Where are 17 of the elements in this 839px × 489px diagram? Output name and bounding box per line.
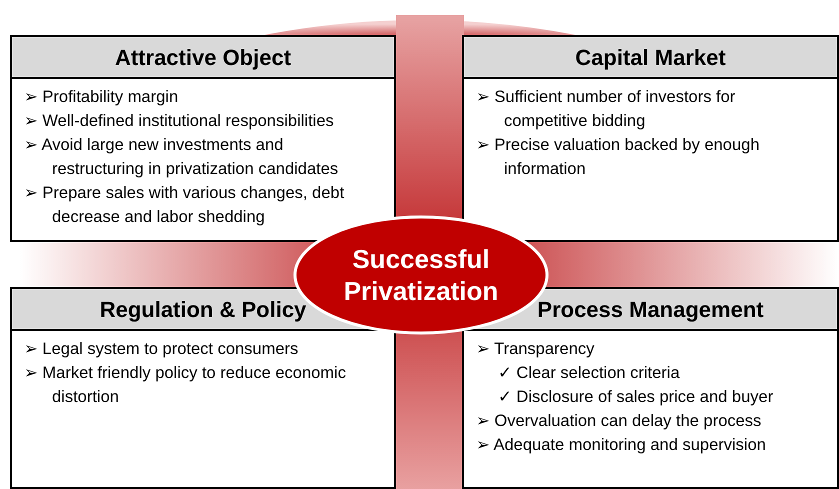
bullet-text: ➢ Adequate monitoring and supervision	[475, 435, 767, 456]
bullet-text: ➢ Overvaluation can delay the process	[475, 411, 762, 432]
bullet-text: ➢ Transparency	[475, 339, 596, 360]
bullet-text: ➢ Legal system to protect consumers	[23, 339, 300, 360]
category-panel	[10, 35, 396, 242]
bullet-text: ➢ Avoid large new investments and restructuring in privatization candidates	[23, 135, 340, 180]
sub-bullet-text: ✓ Disclosure of sales price and buyer	[497, 387, 774, 408]
category-panel	[462, 35, 839, 242]
bullet-text: ➢ Sufficient number of investors for competitive bidding	[475, 87, 736, 132]
panel-header: Attractive Object	[12, 37, 394, 79]
bullet-text: ➢ Prepare sales with various changes, debt decrease and labor shedding	[23, 183, 346, 228]
bullet-text: ➢ Market friendly policy to reduce economic distortion	[23, 363, 347, 408]
bullet-text: ➢ Profitability margin	[23, 87, 180, 108]
sub-bullet-text: ✓ Clear selection criteria	[497, 363, 681, 384]
bullet-text: ➢ Well-defined institutional responsibilities	[23, 111, 335, 132]
panel-header: Capital Market	[464, 37, 837, 79]
bullet-text: ➢ Precise valuation backed by enough information	[475, 135, 761, 180]
